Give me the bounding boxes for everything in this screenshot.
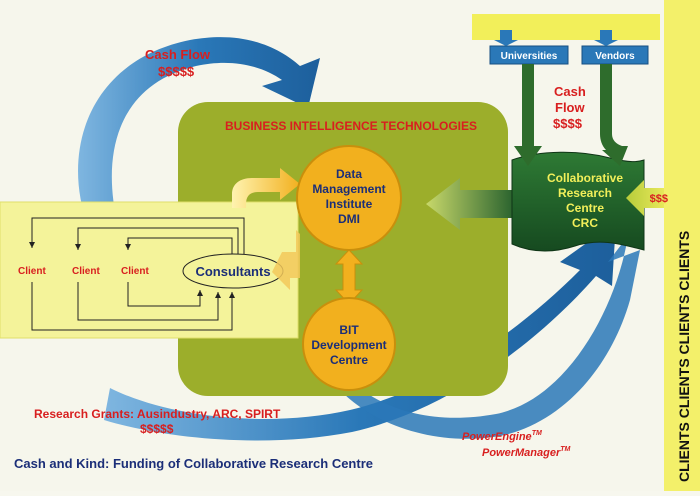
clients-banner [664,0,700,491]
banner-top-arm [472,14,660,40]
cashflow-right-label-2: Flow [555,100,585,115]
crc-label-4: CRC [572,216,598,230]
client-2-label: Client [72,266,100,277]
crc-dollars: $$$ [650,193,668,205]
grants-arrow [104,222,616,441]
client-3-label: Client [121,266,149,277]
dollar-arrow [626,180,664,216]
client-loop-arrowheads [29,242,235,298]
vendors-box[interactable] [581,45,649,65]
bit-centre-label-3: Centre [330,353,368,367]
dmi-label-1: Data [336,167,362,181]
cashflow-left-label: Cash Flow [145,47,211,62]
crc-label-1: Collaborative [547,171,623,185]
vendors-label: Vendors [595,51,635,62]
vendors-to-crc-arrow [600,64,628,166]
universities-label: Universities [501,51,558,62]
bit-centre-node[interactable] [302,297,396,391]
cashflow-arrow-left [78,37,320,226]
consultants-label: Consultants [195,264,270,279]
research-grants-label: Research Grants: Ausindustry, ARC, SPIRT [34,407,281,421]
bit-centre-label-1: BIT [339,323,359,337]
dmi-label-4: DMI [338,212,360,226]
research-grants-amount: $$$$$ [140,422,174,436]
cashflow-right-label-1: Cash [554,84,586,99]
powerengine-arrow [330,236,640,439]
dmi-label-2: Management [312,182,385,196]
cashflow-left-amount: $$$$$ [158,64,195,79]
clients-banner-text: CLIENTS CLIENTS CLIENTS CLIENTS [676,231,692,482]
crc-label-3: Centre [566,201,604,215]
cashflow-right-amount: $$$$ [553,116,583,131]
powermanager-label: PowerManagerTM [482,446,571,459]
universities-input-arrow [494,30,518,46]
crc-to-dmi-arrow [426,178,520,230]
consultants-to-dmi-arrow [232,168,300,208]
client-1-label: Client [18,266,46,277]
bit-centre-label-2: Development [311,338,386,352]
crc-label-2: Research [558,186,612,200]
universities-to-crc-arrow [514,64,542,166]
bit-label: BUSINESS INTELLIGENCE TECHNOLOGIES [225,119,477,133]
powerengine-label: PowerEngineTM [462,430,542,443]
dmi-to-consultants-arrow [272,230,300,290]
dmi-label-3: Institute [326,197,373,211]
diagram-caption: Cash and Kind: Funding of Collaborative … [14,456,373,471]
vendors-input-arrow [594,30,618,46]
